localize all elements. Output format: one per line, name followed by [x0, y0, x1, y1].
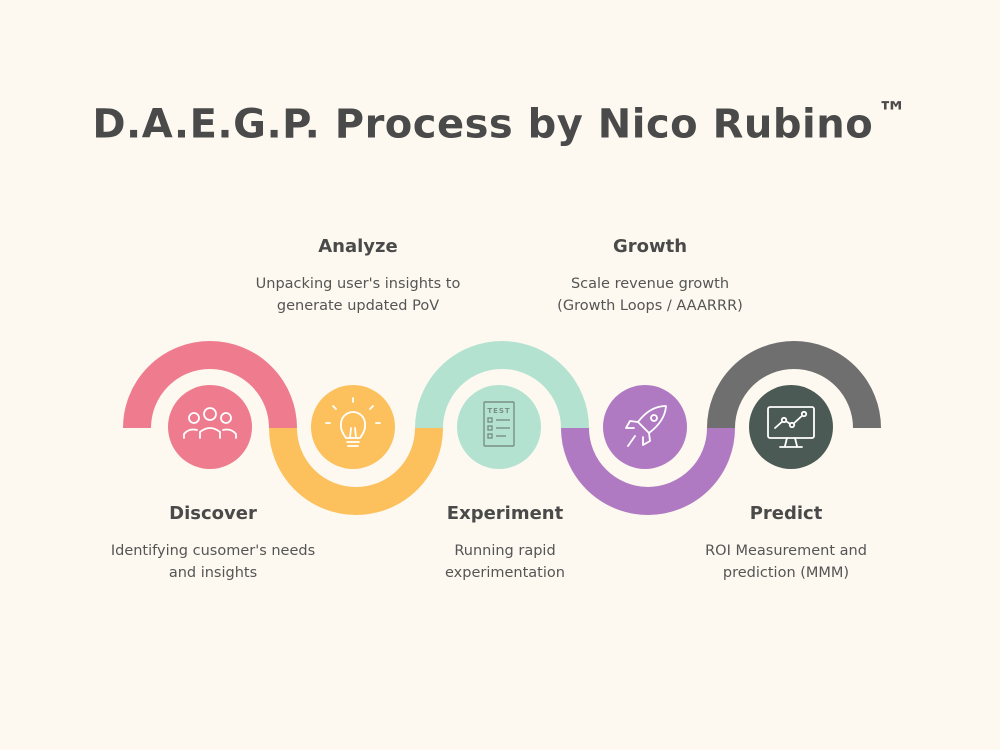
stage-discover-desc-line1: Identifying cusomer's needs — [110, 543, 316, 559]
discover-node — [168, 385, 252, 469]
test-checklist-icon — [483, 401, 515, 447]
stage-discover-desc-line2: and insights — [168, 565, 258, 581]
stage-experiment-desc-line1: Running rapid — [454, 543, 556, 559]
stage-discover-title: Discover — [169, 503, 257, 524]
stage-growth-desc-line2: (Growth Loops / AAARRR) — [557, 298, 743, 314]
experiment-arc — [415, 341, 589, 429]
stage-experiment: Experiment Running rapid experimentation — [355, 503, 655, 584]
stage-predict-desc-line2: prediction (MMM) — [722, 565, 850, 581]
stage-growth-desc-line1: Scale revenue growth — [570, 276, 730, 292]
test-label: TEST — [487, 407, 510, 415]
lightbulb-icon — [325, 397, 381, 447]
stage-analyze-desc-line1: Unpacking user's insights to — [255, 276, 461, 292]
stage-analyze-title: Analyze — [318, 236, 398, 257]
title-text: D.A.E.G.P. Process by Nico Rubino — [92, 101, 874, 148]
people-group-icon — [183, 407, 237, 439]
discover-arc — [123, 341, 297, 429]
trademark-symbol: ™ — [877, 96, 908, 131]
stage-predict-title: Predict — [749, 503, 823, 524]
stage-predict: Predict ROI Measurement and prediction (… — [636, 503, 936, 584]
analyze-arc — [269, 427, 443, 515]
stage-predict-desc-line1: ROI Measurement and — [705, 543, 867, 559]
rocket-icon — [625, 405, 667, 447]
stage-experiment-title: Experiment — [446, 503, 564, 524]
analyze-node — [311, 385, 395, 469]
predict-node — [749, 385, 833, 469]
experiment-node: TEST — [457, 385, 541, 469]
monitor-chart-icon — [767, 406, 815, 448]
predict-arc — [707, 341, 881, 429]
growth-node — [603, 385, 687, 469]
stage-growth-title: Growth — [612, 236, 688, 257]
stage-analyze-desc-line2: generate updated PoV — [276, 298, 440, 314]
stage-experiment-desc-line2: experimentation — [445, 565, 565, 581]
stage-analyze: Analyze Unpacking user's insights to gen… — [208, 236, 508, 317]
stage-growth: Growth Scale revenue growth (Growth Loop… — [500, 236, 800, 317]
growth-arc — [561, 427, 735, 515]
stage-discover: Discover Identifying cusomer's needs and… — [63, 503, 363, 584]
